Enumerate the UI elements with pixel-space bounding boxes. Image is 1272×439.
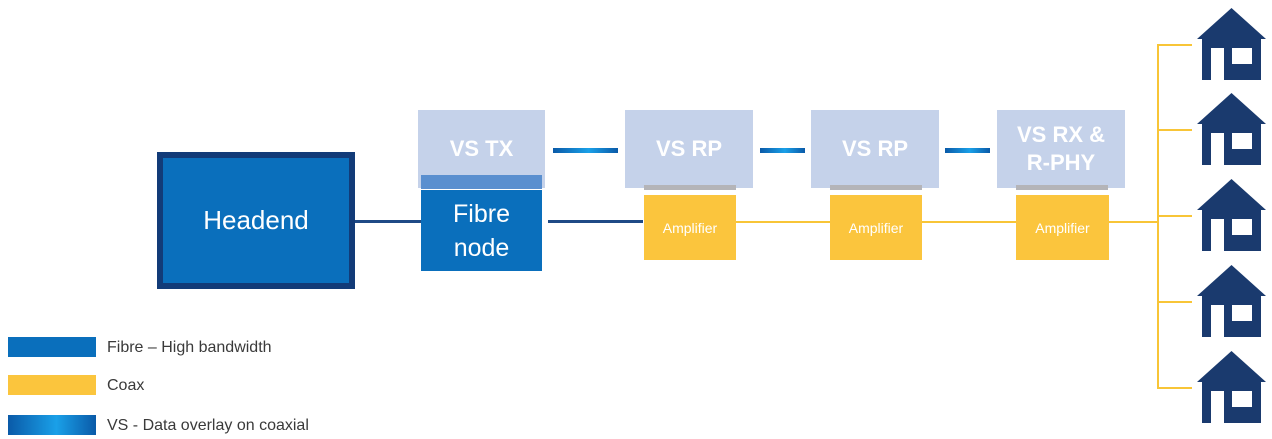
house-icon xyxy=(1197,179,1266,251)
vs-rp-box-2: VS RP xyxy=(811,110,939,188)
fibre-node-box: Fibre node xyxy=(421,190,542,271)
legend-swatch-fibre xyxy=(8,337,96,357)
vs-tx-label: VS TX xyxy=(449,136,514,161)
vs-rp-box-1: VS RP xyxy=(625,110,753,188)
vs-tx-base xyxy=(421,175,542,189)
headend-box: Headend xyxy=(157,152,355,289)
coax-drop-5 xyxy=(1157,387,1192,389)
house-icon xyxy=(1197,351,1266,423)
coax-drop-2 xyxy=(1157,129,1192,131)
vs-rx-rphy-base xyxy=(1016,185,1108,190)
coax-link-2 xyxy=(922,221,1016,223)
amplifier-label-1: Amplifier xyxy=(662,219,718,236)
amplifier-3: Amplifier xyxy=(1016,195,1109,260)
legend-label-coax: Coax xyxy=(107,377,145,394)
vs-rp-base-2 xyxy=(830,185,922,190)
vs-overlay-link-2 xyxy=(760,148,805,153)
coax-link-1 xyxy=(736,221,830,223)
vs-overlay-link-3 xyxy=(945,148,990,153)
vs-rx-rphy-box: VS RX & R-PHY xyxy=(997,110,1125,188)
headend-label: Headend xyxy=(203,205,309,235)
coax-link-3 xyxy=(1109,221,1158,223)
house-icon xyxy=(1197,8,1266,80)
vs-rx-rphy-label: VS RX & R-PHY xyxy=(1016,122,1106,175)
fibre-node-label: Fibre node xyxy=(453,199,510,262)
fibre-link-node xyxy=(548,220,643,223)
coax-drop-3 xyxy=(1157,215,1192,217)
house-icon xyxy=(1197,265,1266,337)
amplifier-label-2: Amplifier xyxy=(848,219,904,236)
amplifier-2: Amplifier xyxy=(830,195,922,260)
amplifier-1: Amplifier xyxy=(644,195,736,260)
house-icon xyxy=(1197,93,1266,165)
vs-rp-base-1 xyxy=(644,185,736,190)
legend-swatch-vs xyxy=(8,415,96,435)
legend-label-fibre: Fibre – High bandwidth xyxy=(107,339,272,356)
legend-label-vs: VS - Data overlay on coaxial xyxy=(107,417,309,434)
fibre-link-headend xyxy=(355,220,421,223)
vs-overlay-link-1 xyxy=(553,148,618,153)
legend-swatch-coax xyxy=(8,375,96,395)
vs-rp-label-1: VS RP xyxy=(655,136,723,161)
amplifier-label-3: Amplifier xyxy=(1035,219,1090,236)
vs-rp-label-2: VS RP xyxy=(841,136,909,161)
coax-drop-1 xyxy=(1157,44,1192,46)
coax-drop-4 xyxy=(1157,301,1192,303)
